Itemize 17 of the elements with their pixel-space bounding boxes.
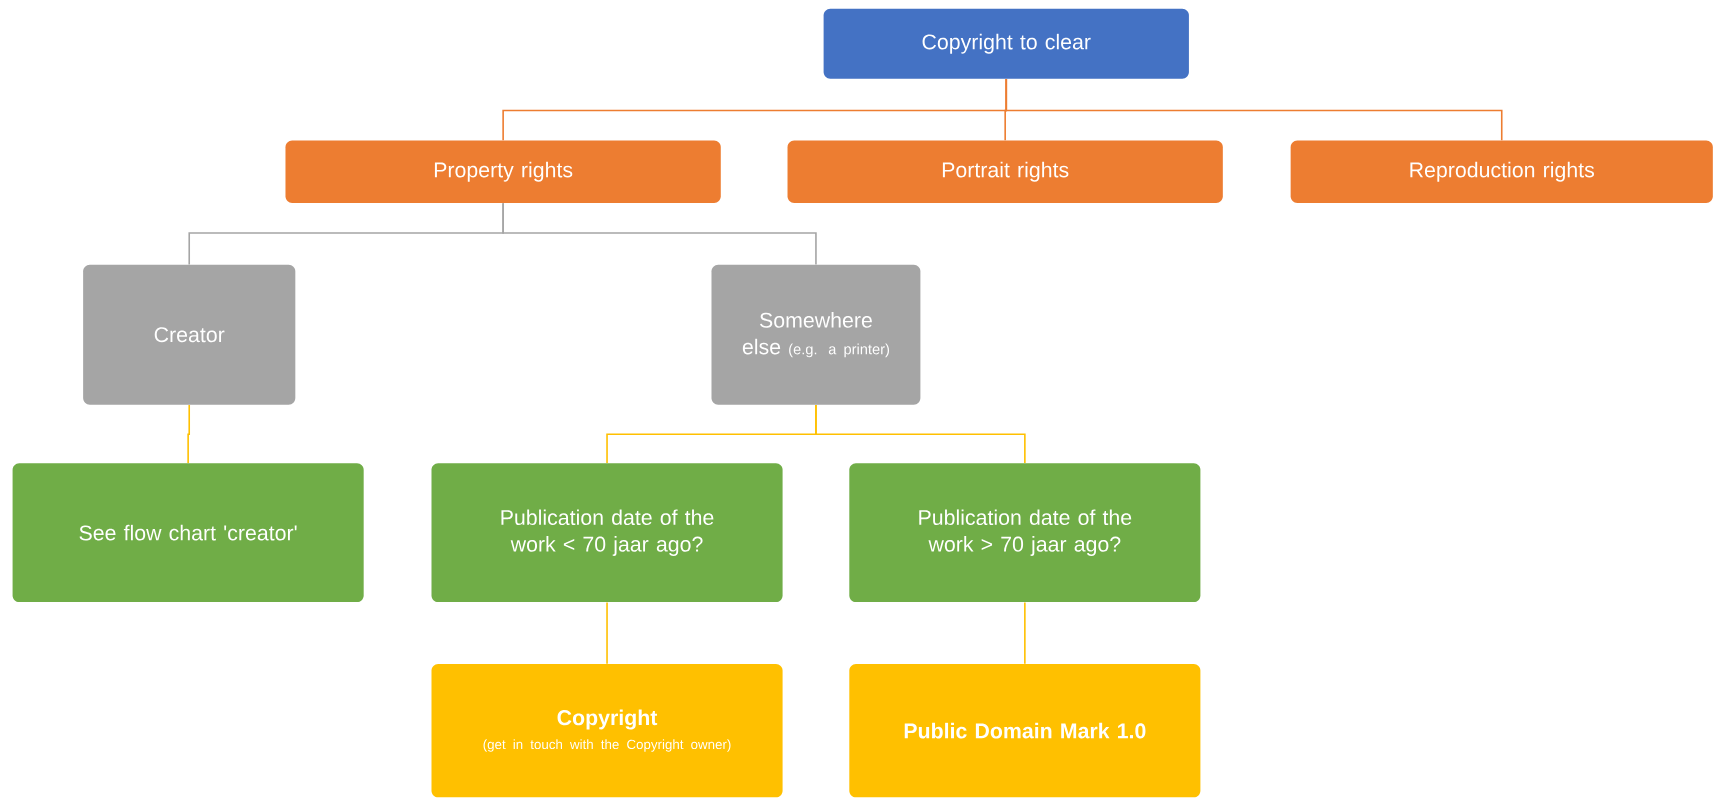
- process-box: Creator: [83, 264, 296, 405]
- connector-line: [815, 404, 1026, 464]
- connector-line: [606, 601, 608, 665]
- title-box: Copyright to clear: [823, 8, 1189, 79]
- connector-line: [502, 202, 817, 266]
- process-box: Somewhere else (e.g. a printer): [711, 264, 921, 405]
- connector-line: [1005, 78, 1503, 142]
- process-box: See flow chart 'creator': [12, 463, 364, 603]
- outcome-box: Public Domain Mark 1.0: [849, 664, 1201, 798]
- category-box: Portrait rights: [787, 140, 1223, 204]
- category-box: Property rights: [285, 140, 721, 204]
- question-box: Publication date of the work < 70 jaar ago?: [431, 463, 783, 603]
- outcome-box: Copyright (get in touch with the Copyright owner): [431, 664, 783, 798]
- category-box: Reproduction rights: [1290, 140, 1713, 204]
- question-box: Publication date of the work > 70 jaar ago?: [849, 463, 1201, 603]
- connector-line: [187, 404, 191, 464]
- connector-line: [1024, 601, 1026, 665]
